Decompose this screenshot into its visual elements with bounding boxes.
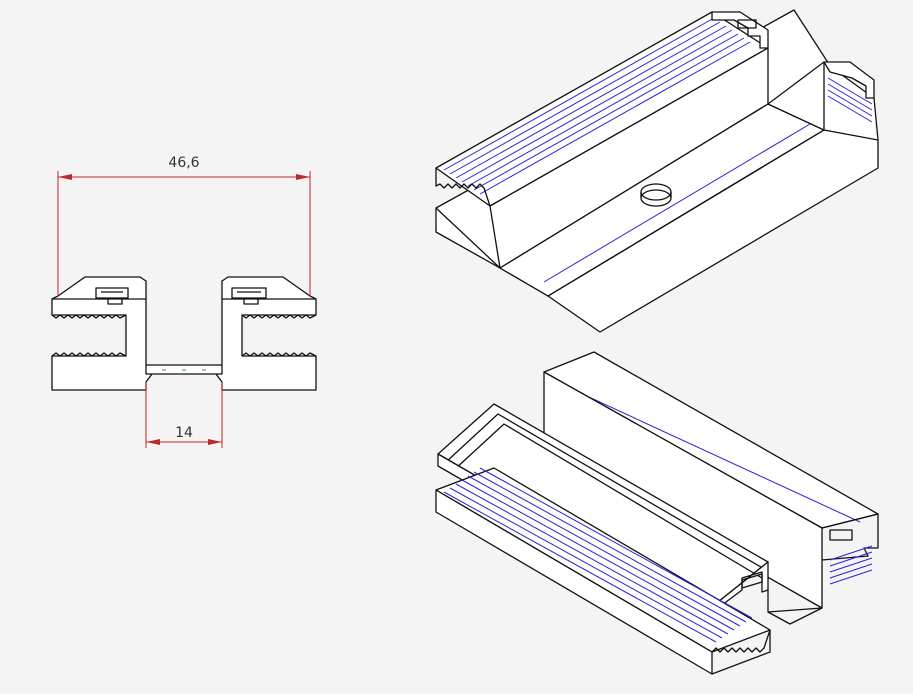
- dimension-overall-label: 46,6: [168, 155, 199, 171]
- top-view-upper-serration: [435, 168, 491, 207]
- left-clamp-body: [51, 276, 153, 391]
- left-serration-top: [51, 314, 127, 319]
- bottom-view-lower-serration: [711, 629, 771, 675]
- dimension-overall-width: 46,6: [57, 155, 311, 296]
- dimension-gap-width: 14: [145, 382, 223, 448]
- left-serration-bottom: [51, 352, 127, 357]
- cross-section-profile: [51, 276, 317, 391]
- top-view-hatching: [443, 17, 751, 195]
- dimension-gap-label: 14: [175, 425, 193, 441]
- top-view-end-profile: [711, 11, 769, 49]
- bottom-view-hatching: [443, 467, 753, 643]
- isometric-view-bottom: [435, 351, 879, 675]
- bottom-view-right-hatch: [551, 379, 861, 523]
- isometric-view-top: [435, 9, 879, 333]
- right-serration-top: [241, 314, 317, 319]
- right-clamp-pocket: [231, 287, 267, 305]
- right-serration-bottom: [241, 352, 317, 357]
- top-view-far-clamp: [767, 61, 879, 141]
- left-clamp-pocket: [95, 287, 129, 305]
